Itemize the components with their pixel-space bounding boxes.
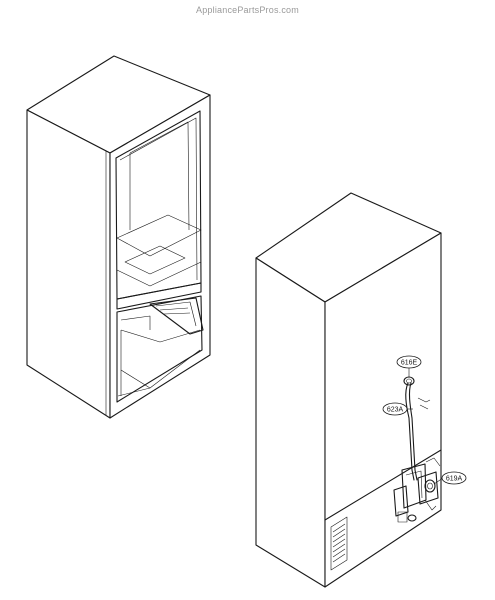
machine-compartment-line <box>324 449 442 521</box>
right-refrigerator-cabinet: 616E 623A 619A <box>255 192 467 588</box>
left-refrigerator-cabinet <box>26 55 211 419</box>
left-cabinet-side <box>26 109 111 419</box>
callout-619a: 619A <box>441 471 467 485</box>
callout-616e: 616E <box>396 355 422 369</box>
water-valve-assembly <box>393 457 441 523</box>
left-cabinet-front <box>109 94 211 419</box>
callout-623a: 623A <box>382 402 408 416</box>
callout-623a-label: 623A <box>387 407 404 414</box>
right-cabinet-side <box>255 257 326 588</box>
watermark-text: AppliancePartsPros.com <box>196 5 299 15</box>
water-tube-assembly <box>403 376 431 481</box>
center-mullion <box>116 282 202 310</box>
callout-619a-label: 619A <box>446 476 463 483</box>
callout-616e-label: 616E <box>401 360 418 367</box>
lower-compartment-opening <box>116 295 203 403</box>
vent-grille <box>330 516 348 571</box>
leader-619a <box>433 477 444 485</box>
